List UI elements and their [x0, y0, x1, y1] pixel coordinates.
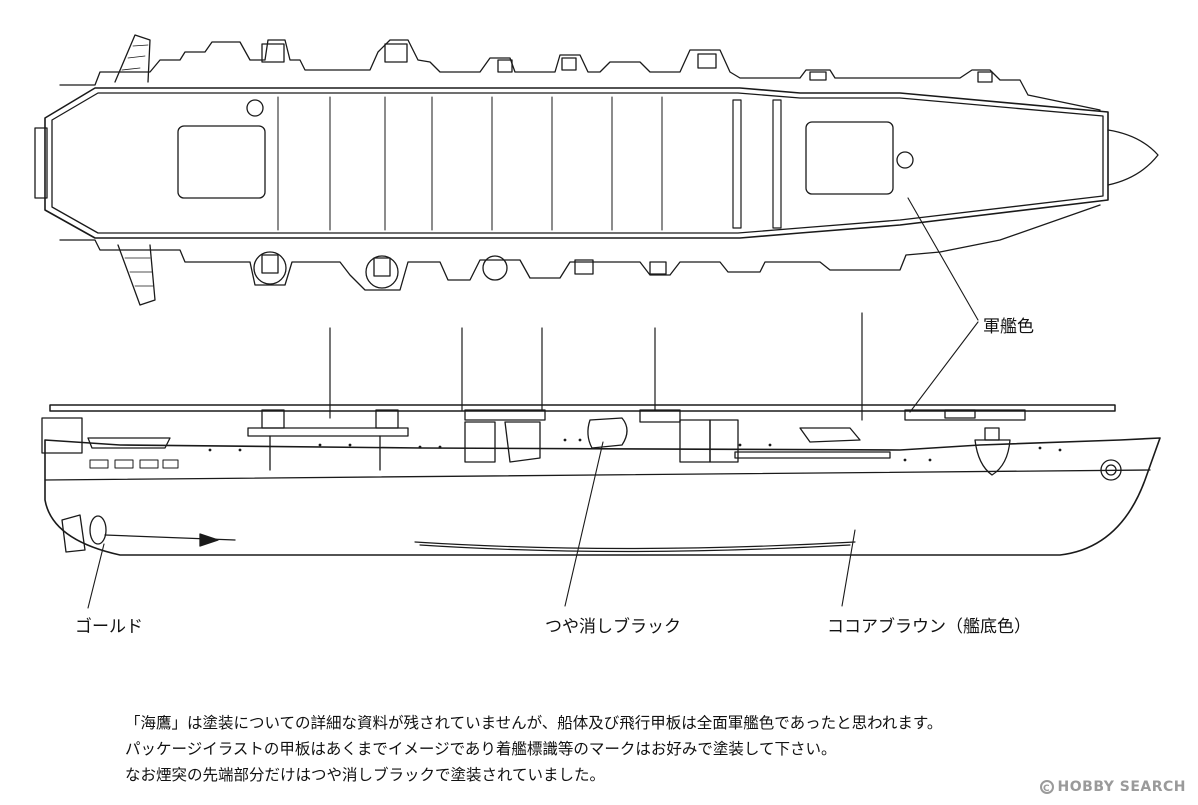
stern-structure: [41, 417, 83, 454]
stern-mast-lower-hatch: [124, 257, 154, 287]
stern-mast-lower: [117, 244, 156, 306]
flight-deck-inner: [51, 92, 1104, 234]
side-galleries: [247, 409, 1026, 476]
funnel: [587, 417, 628, 449]
bow-crest: [1100, 459, 1122, 481]
arresting-wires: [277, 96, 663, 231]
top-view: [34, 34, 1159, 306]
leader-cocoa: [841, 529, 856, 607]
stern-boat: [87, 437, 171, 449]
stern-mast-upper: [114, 34, 151, 83]
label-warship-grey: 軍艦色: [983, 317, 1034, 337]
leader-gold: [87, 543, 105, 609]
bilge-keel: [414, 541, 856, 553]
note-line-3: なお煙突の先端部分だけはつや消しブラックで塗装されていました。: [125, 766, 606, 784]
fwd-elevator: [805, 121, 894, 195]
stern-mast-upper-hatch: [121, 44, 149, 71]
copyright-icon: C: [1039, 780, 1054, 794]
aft-deck-marker: [246, 99, 264, 117]
fwd-elevator-marker: [896, 151, 914, 169]
crash-barriers: [732, 99, 782, 229]
painting-notes: 「海鷹」は塗装についての詳細な資料が残されていませんが、船体及び飛行甲板は全面軍…: [125, 710, 1125, 788]
hull-upper-line: [44, 469, 1151, 481]
bow-tip: [1107, 129, 1159, 186]
label-cocoa-brown: ココアブラウン（艦底色）: [827, 617, 1031, 637]
aft-elevator: [177, 125, 266, 199]
stern-windows: [89, 459, 179, 469]
label-gold: ゴールド: [75, 617, 143, 637]
flight-deck: [44, 87, 1109, 239]
stern-walkway: [34, 127, 48, 199]
hull: [44, 437, 1161, 556]
label-matte-black: つや消しブラック: [545, 617, 681, 637]
side-view: [41, 312, 1161, 556]
top-gallery-upper: [59, 39, 1101, 111]
leader-lines: [87, 197, 979, 609]
leader-gunkan-deck: [907, 197, 979, 321]
side-masts: [329, 312, 863, 421]
top-gun-mounts-upper: [261, 43, 993, 83]
watermark-text: HOBBY SEARCH: [1057, 779, 1186, 795]
top-gun-mounts-lower: [253, 251, 667, 289]
note-line-1: 「海鷹」は塗装についての詳細な資料が残されていませんが、船体及び飛行甲板は全面軍…: [125, 714, 943, 732]
side-flight-deck: [49, 404, 1116, 412]
portholes: [208, 438, 1062, 462]
leader-matte-black: [564, 441, 604, 607]
leader-gunkan-side: [909, 321, 979, 413]
rudder-propeller: [61, 514, 236, 553]
top-gallery-lower: [59, 204, 1101, 291]
watermark: C HOBBY SEARCH: [1039, 779, 1186, 795]
note-line-2: パッケージイラストの甲板はあくまでイメージであり着艦標識等のマークはお好みで塗装…: [125, 740, 837, 758]
